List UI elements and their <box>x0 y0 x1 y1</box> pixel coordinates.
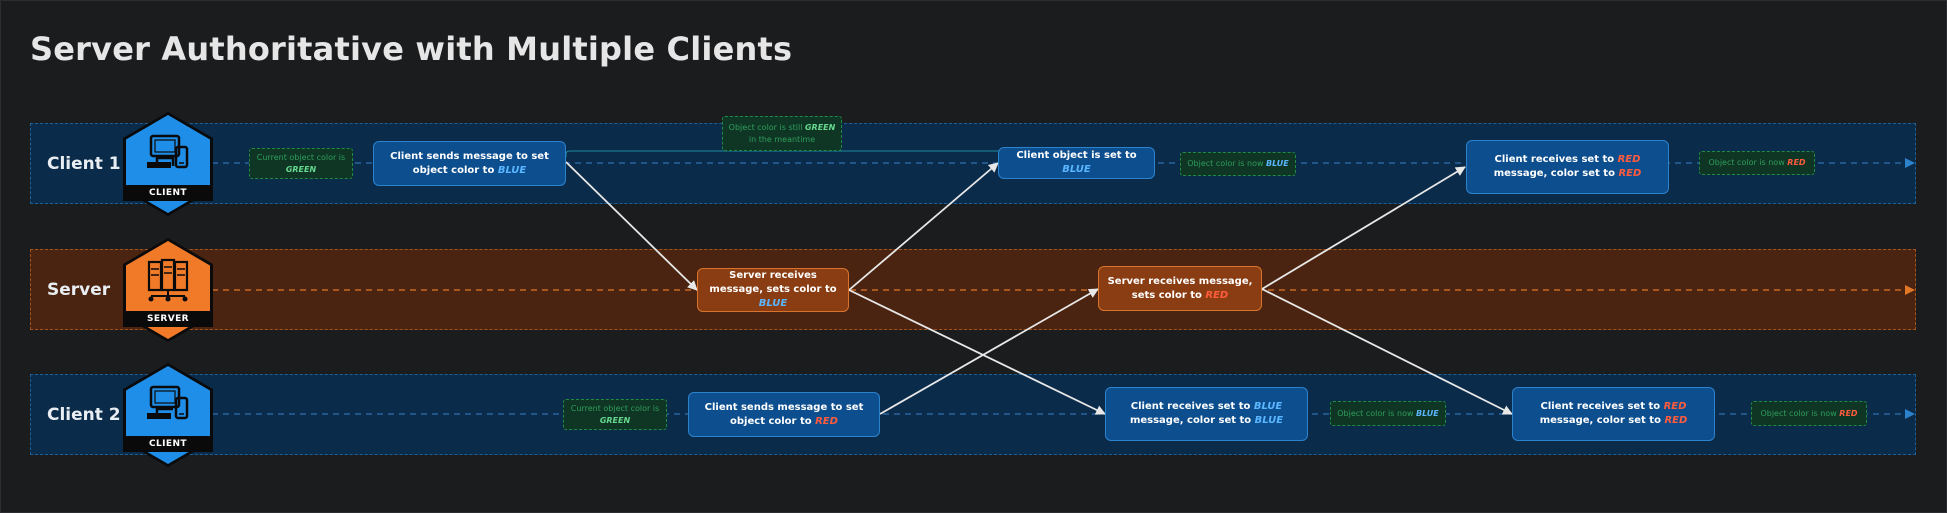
note-c2-initial: Current object color is GREEN <box>563 399 667 430</box>
event-c2-send-red: Client sends message to set object color… <box>688 392 880 437</box>
meantime-bracket <box>565 150 1005 157</box>
server-badge: SERVER <box>123 238 213 342</box>
server-lane-label: Server <box>47 279 111 300</box>
diagram-title: Server Authoritative with Multiple Clien… <box>30 30 793 68</box>
event-server-recv-red: Server receives message, sets color to R… <box>1098 266 1262 311</box>
event-server-recv-blue: Server receives message, sets color to B… <box>697 268 849 312</box>
note-c2-now-red: Object color is now RED <box>1751 401 1867 426</box>
event-c1-send-blue: Client sends message to set object color… <box>373 141 566 186</box>
event-c2-recv-red: Client receives set to RED message, colo… <box>1512 387 1715 441</box>
client1-badge-caption: CLIENT <box>123 185 213 201</box>
client-devices-icon <box>147 385 189 420</box>
note-c2-now-blue: Object color is now BLUE <box>1330 401 1446 426</box>
arrow-c1-to-server-blue <box>565 161 698 291</box>
client2-lane-label: Client 2 <box>47 404 121 425</box>
client2-badge: CLIENT <box>123 363 213 467</box>
event-c2-recv-blue: Client receives set to BLUE message, col… <box>1105 387 1308 441</box>
client2-badge-caption: CLIENT <box>123 436 213 452</box>
arrow-server-to-c2-blue <box>848 289 1106 415</box>
arrow-server-to-c2-red <box>1261 288 1513 415</box>
event-c1-set-blue: Client object is set to BLUE <box>998 147 1155 179</box>
server-rack-icon <box>147 258 189 302</box>
note-c1-now-blue: Object color is now BLUE <box>1180 152 1296 176</box>
client1-badge: CLIENT <box>123 112 213 216</box>
client-devices-icon <box>147 134 189 169</box>
arrow-server-to-c1-red <box>1261 166 1466 290</box>
note-c1-initial: Current object color is GREEN <box>249 148 353 179</box>
client1-lane-label: Client 1 <box>47 153 121 174</box>
note-c1-now-red: Object color is now RED <box>1699 151 1815 175</box>
server-badge-caption: SERVER <box>123 311 213 327</box>
event-c1-recv-red: Client receives set to RED message, colo… <box>1466 140 1669 194</box>
note-c1-meantime: Object color is still GREEN in the meant… <box>722 116 842 151</box>
arrow-c2-to-server-red <box>879 288 1099 415</box>
arrow-server-to-c1-blue <box>848 162 999 291</box>
